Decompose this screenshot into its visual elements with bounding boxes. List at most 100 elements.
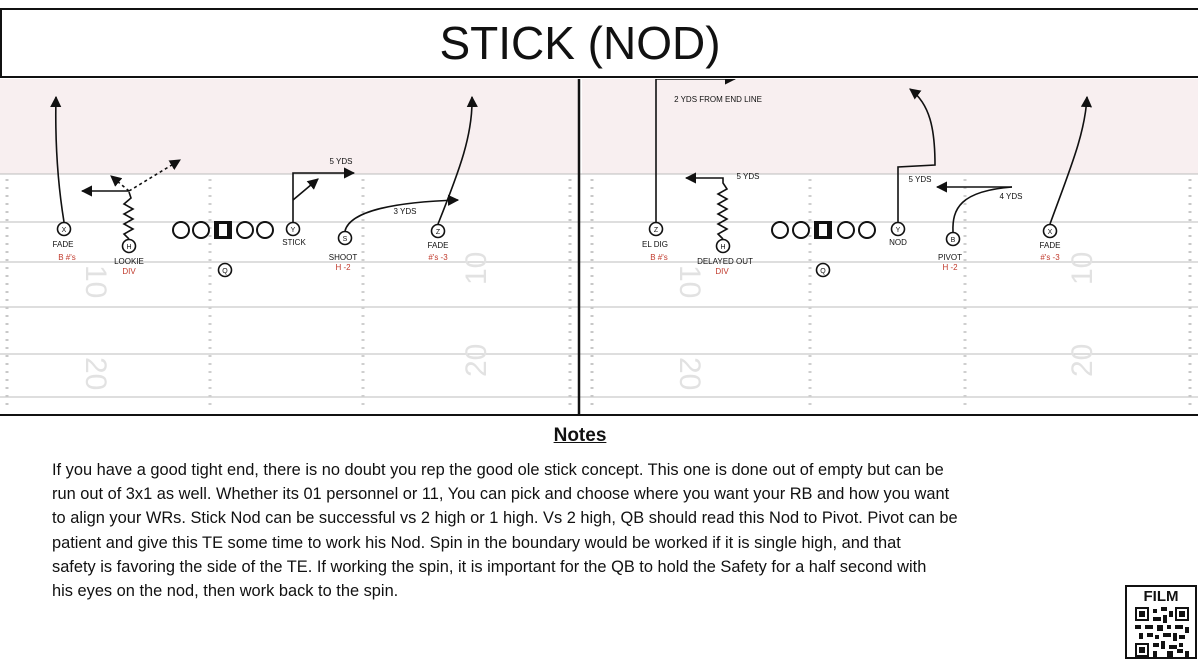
player-circle xyxy=(337,230,353,246)
player-q: Q xyxy=(217,262,233,278)
depth-label: 3 YDS xyxy=(394,207,417,216)
player-x: X xyxy=(1042,223,1058,239)
depth-label: 5 YDS xyxy=(909,175,932,184)
player-letter: H xyxy=(126,244,131,251)
depth-label: 5 YDS xyxy=(330,157,353,166)
player-letter: X xyxy=(1048,229,1053,236)
notes-heading: Notes xyxy=(553,425,607,446)
route-label: SHOOT xyxy=(329,253,358,262)
lineman xyxy=(236,221,254,239)
play-left xyxy=(50,95,478,240)
route-tag: H -2 xyxy=(942,263,958,272)
lineman xyxy=(837,221,855,239)
yard-number: 10 xyxy=(460,252,493,285)
player-letter: S xyxy=(343,236,348,243)
labels-right: 2 YDS FROM END LINE EL DIG B #'s 5 YDS D… xyxy=(642,95,1060,276)
yard-number: 20 xyxy=(79,357,112,390)
endzone-left xyxy=(0,79,578,174)
player-letter: H xyxy=(720,244,725,251)
lineman xyxy=(192,221,210,239)
labels-left: FADE B #'s LOOKIE DIV STICK 5 YDS SHOOT … xyxy=(53,157,449,276)
player-y: Y xyxy=(890,221,906,237)
route-label: FADE xyxy=(1040,241,1061,250)
player-circle xyxy=(715,238,731,254)
player-circle xyxy=(56,221,72,237)
notes-line: patient and give this TE some time to wo… xyxy=(52,533,901,552)
center xyxy=(219,224,227,236)
route-h-delayed-out xyxy=(684,172,729,240)
player-circle xyxy=(945,231,961,247)
player-letter: Z xyxy=(436,229,441,236)
player-h: H xyxy=(715,238,731,254)
endzone-right xyxy=(582,79,1198,174)
player-circle xyxy=(1042,223,1058,239)
play-diagram: 10 10 20 20 10 10 20 20 xyxy=(0,79,1198,416)
player-x: X xyxy=(56,221,72,237)
player-circle xyxy=(430,223,446,239)
player-z: Z xyxy=(648,221,664,237)
player-circle xyxy=(815,262,831,278)
title-bar xyxy=(0,8,1198,78)
play-right xyxy=(655,79,1093,240)
players-left: X H Y S Z Q xyxy=(56,221,446,278)
lineman xyxy=(792,221,810,239)
route-label: FADE xyxy=(53,240,74,249)
center xyxy=(819,224,827,236)
route-tag: #'s -3 xyxy=(1040,253,1060,262)
player-q: Q xyxy=(815,262,831,278)
notes-body: If you have a good tight end, there is n… xyxy=(52,458,1132,603)
notes-line: If you have a good tight end, there is n… xyxy=(52,461,944,479)
route-h-div-back xyxy=(110,175,130,192)
route-label: PIVOT xyxy=(938,253,962,262)
lineman xyxy=(256,221,274,239)
notes-line: safety is favoring the side of the TE. I… xyxy=(52,557,927,576)
film-qr-link[interactable]: FILM xyxy=(1125,585,1197,659)
route-x-fade xyxy=(50,95,65,223)
depth-label: 4 YDS xyxy=(1000,192,1023,201)
notes-line: his eyes on the nod, then work back to t… xyxy=(52,582,399,601)
player-letter: Z xyxy=(654,227,659,234)
player-letter: X xyxy=(62,227,67,234)
player-s: S xyxy=(337,230,353,246)
route-label: LOOKIE xyxy=(114,257,144,266)
lineman xyxy=(771,221,789,239)
player-letter: Y xyxy=(291,227,296,234)
film-label: FILM xyxy=(1143,588,1179,605)
route-y-stick xyxy=(292,167,356,222)
player-z: Z xyxy=(430,223,446,239)
player-circle xyxy=(217,262,233,278)
offensive-line-left xyxy=(172,221,274,239)
depth-label: 5 YDS xyxy=(737,172,760,181)
route-tag: B #'s xyxy=(58,253,76,262)
yard-number: 20 xyxy=(460,344,493,377)
field: 10 10 20 20 10 10 20 20 xyxy=(0,79,1198,409)
player-letter: Y xyxy=(896,227,901,234)
yard-number: 10 xyxy=(1066,252,1099,285)
notes-line: to align your WRs. Stick Nod can be succ… xyxy=(52,509,958,528)
player-h: H xyxy=(121,238,137,254)
offensive-line-right xyxy=(771,221,876,239)
player-circle xyxy=(890,221,906,237)
route-h-div-up xyxy=(128,159,181,192)
route-s-shoot xyxy=(344,194,460,232)
depth-label: 2 YDS FROM END LINE xyxy=(674,95,762,104)
qr-code-icon xyxy=(1135,607,1189,657)
yard-number: 20 xyxy=(1066,344,1099,377)
lineman xyxy=(858,221,876,239)
route-tag: H -2 xyxy=(335,263,351,272)
route-b-pivot xyxy=(952,186,1013,233)
route-h-lookie xyxy=(122,191,135,240)
yard-number: 10 xyxy=(79,265,112,298)
route-z-fade xyxy=(437,95,478,225)
route-x-fade xyxy=(1049,95,1093,225)
player-circle xyxy=(285,221,301,237)
route-tag: DIV xyxy=(122,267,136,276)
route-tag: B #'s xyxy=(650,253,668,262)
player-letter: Q xyxy=(820,268,826,275)
players-right: Z H Y B X Q xyxy=(648,221,1058,278)
player-y: Y xyxy=(285,221,301,237)
yard-number: 10 xyxy=(673,265,706,298)
route-y-nod xyxy=(897,88,936,222)
play-title: STICK (NOD) xyxy=(439,17,721,69)
